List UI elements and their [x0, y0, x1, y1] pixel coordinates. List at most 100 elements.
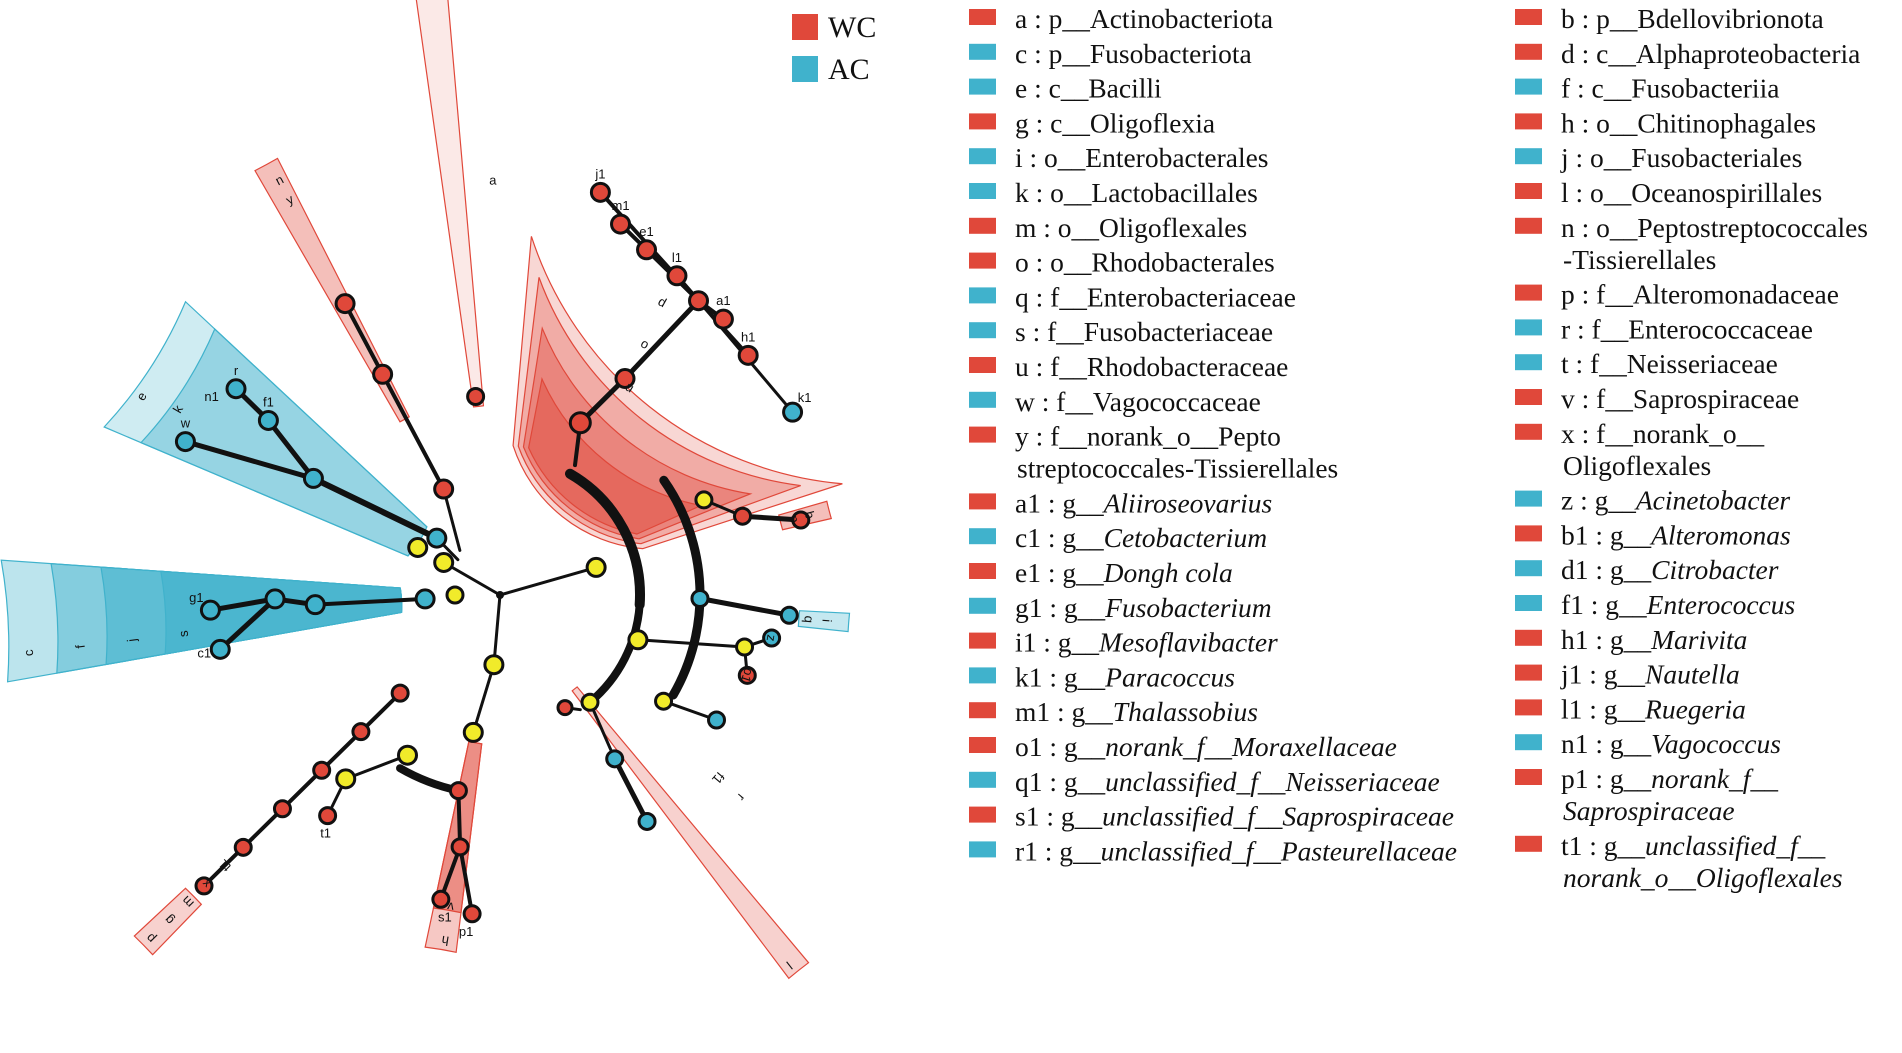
sector-label-o1: o1	[738, 666, 757, 684]
node-f	[304, 594, 326, 616]
edge-yd2	[471, 663, 496, 734]
legend-entry-c2-20: p1 : g__norank_f__Saprospiraceae	[1515, 763, 1778, 826]
sector-thin-top	[415, 0, 485, 408]
root-node	[496, 591, 504, 599]
legend-swatch	[969, 183, 996, 199]
edge-pepto-2	[343, 301, 385, 377]
edge-entero	[697, 595, 792, 618]
node-k	[302, 467, 324, 489]
legend-swatch	[969, 391, 996, 408]
node-label-n1: n1	[204, 389, 218, 404]
legend-swatch	[1515, 148, 1542, 165]
node-t1	[318, 806, 338, 826]
legend-label: a1 : g__Aliiroseovarius	[1015, 487, 1272, 518]
legend-swatch	[1515, 9, 1542, 25]
legend-swatch	[1515, 183, 1542, 199]
sector-a	[512, 236, 843, 550]
node-s1	[431, 889, 451, 909]
node-e1	[636, 239, 658, 261]
node-yd4	[335, 768, 357, 790]
node-d1	[779, 605, 799, 625]
legend-label: t1 : g__unclassified_f__	[1561, 830, 1826, 861]
edge-pepto-0	[442, 487, 462, 552]
legend-label: w : f__Vagococcaceae	[1015, 386, 1261, 417]
edge-y-r1	[498, 565, 598, 597]
node-label-t1: t1	[320, 826, 331, 841]
legend-entry-c1-2: e : c__Bacilli	[969, 73, 1162, 104]
node-l	[556, 699, 574, 717]
sector-d	[517, 277, 801, 545]
node-j1	[589, 181, 611, 203]
legend-entry-c1-1: c : p__Fusobacteriota	[969, 38, 1252, 69]
legend-entry-c1-21: q1 : g__unclassified_f__Neisseriaceae	[969, 766, 1440, 797]
node-a	[568, 411, 592, 435]
sector-label-v: v	[446, 899, 455, 915]
sector-label-a: a	[489, 172, 497, 187]
node-yl	[407, 537, 429, 558]
group-swatch	[792, 14, 818, 40]
legend-entry-c2-3: h : o__Chitinophagales	[1515, 107, 1816, 138]
legend-label: t : f__Neisseriaceae	[1561, 348, 1778, 379]
node-t	[605, 749, 625, 769]
node-e	[426, 527, 448, 549]
legend-swatch	[969, 702, 996, 719]
legend-label: l : o__Oceanospirillales	[1561, 177, 1822, 208]
legend-label: o : o__Rhodobacterales	[1015, 247, 1275, 278]
sector-label-b: b	[802, 509, 818, 520]
legend-entry-c1-23: r1 : g__unclassified_f__Pasteurellaceae	[969, 835, 1457, 866]
node-c	[414, 588, 436, 610]
node-o1	[737, 665, 757, 685]
node-r1	[637, 811, 657, 831]
node-yd3	[397, 744, 418, 766]
edge-yd4	[344, 753, 409, 781]
legend-swatch	[1515, 389, 1542, 405]
sector-label-l: l	[784, 959, 796, 973]
legend-label: n : o__Peptostreptococcales	[1561, 212, 1868, 243]
legend-swatch	[969, 252, 996, 269]
edge-pa-2	[612, 756, 650, 824]
legend-swatch	[1515, 490, 1542, 507]
node-label-r: r	[234, 363, 239, 378]
legend-entry-c2-16: h1 : g__Marivita	[1515, 624, 1747, 655]
node-a1	[712, 308, 734, 330]
legend-swatch	[1515, 595, 1542, 611]
legend-swatch	[969, 841, 996, 858]
legend-swatch	[1515, 525, 1542, 542]
legend-swatch	[969, 9, 996, 25]
node-f1hub	[257, 409, 279, 431]
legend-swatch	[1515, 629, 1542, 646]
legend-entry-c2-1: d : c__Alphaproteobacteria	[1515, 38, 1860, 69]
node-m1	[610, 213, 632, 235]
legend-entry-c1-15: e1 : g__Dongh cola	[969, 557, 1233, 588]
legend-label: c : p__Fusobacteriota	[1015, 38, 1252, 69]
legend-label: r1 : g__unclassified_f__Pasteurellaceae	[1015, 835, 1457, 866]
legend-entry-c2-14: d1 : g__Citrobacter	[1515, 554, 1779, 585]
legend-entry-c1-17: i1 : g__Mesoflavibacter	[969, 627, 1278, 658]
legend-entry-c1-0: a : p__Actinobacteriota	[969, 3, 1273, 34]
legend-swatch	[1515, 835, 1542, 852]
node-oligo-0	[390, 683, 410, 703]
sector-label-c: c	[21, 648, 37, 657]
legend-entry-c1-19: m1 : g__Thalassobius	[969, 696, 1258, 727]
legend-label: p : f__Alteromonadaceae	[1561, 279, 1839, 310]
edge-fuso-g1	[207, 596, 278, 613]
legend-swatch	[1515, 284, 1542, 301]
arc-proteo-1	[565, 468, 645, 610]
node-yr1	[585, 556, 607, 578]
node-label-w: w	[180, 416, 191, 431]
legend-label: r : f__Enterococcaceae	[1561, 313, 1813, 344]
sector-label-f: f	[72, 643, 87, 649]
legend-entry-c1-14: c1 : g__Cetobacterium	[969, 522, 1267, 553]
legend-swatch	[1515, 217, 1542, 234]
node-k1	[782, 401, 804, 423]
edge-yd1	[492, 593, 502, 667]
legend-label: z : g__Acinetobacter	[1561, 485, 1790, 516]
arc-proteo-3	[585, 600, 644, 707]
node-y	[433, 478, 455, 500]
legend-entry-c1-10: u : f__Rhodobacteraceae	[969, 351, 1288, 382]
node-label-k1: k1	[798, 390, 812, 405]
edge-alt-2	[740, 513, 804, 523]
group-swatch	[792, 56, 818, 82]
